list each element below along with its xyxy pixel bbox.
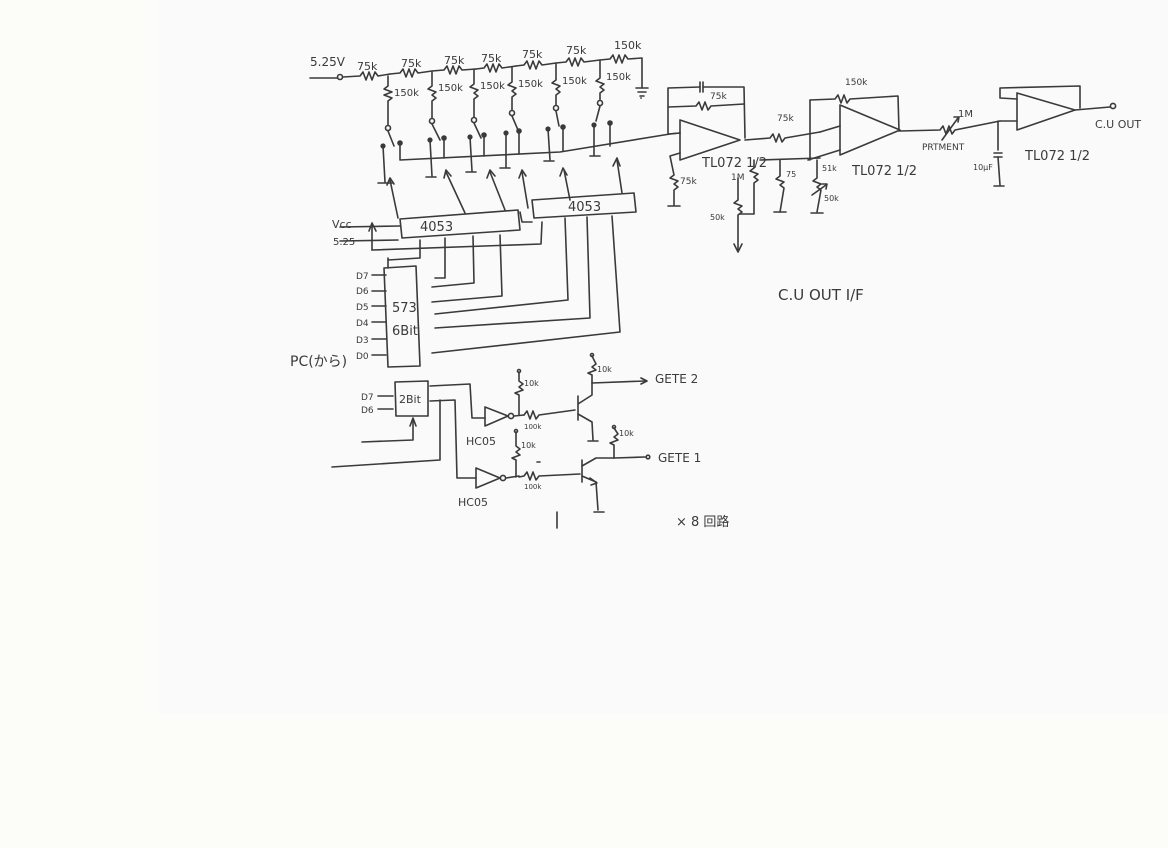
shunt-branches bbox=[383, 60, 605, 147]
offset-pot1: 50k bbox=[710, 213, 725, 222]
series-r-6: 75k bbox=[566, 44, 587, 57]
series-r-4: 75k bbox=[481, 52, 502, 65]
pullup-1: 10k bbox=[524, 379, 539, 388]
latch-2bit bbox=[394, 380, 429, 417]
collector-r-2: 10k bbox=[597, 365, 612, 374]
offset-r2: 75 bbox=[786, 170, 796, 179]
opamp-3-icon bbox=[1016, 92, 1076, 131]
base-r-2: 100k bbox=[524, 483, 542, 491]
base-r-1: 100k bbox=[524, 423, 542, 431]
latch-input-4: D3 bbox=[356, 336, 369, 346]
cv-out-label: C.U OUT bbox=[1095, 118, 1141, 131]
inverter-2-label: HC05 bbox=[458, 496, 488, 509]
latch-label-1: 573 bbox=[392, 301, 417, 316]
offset-pot2: 50k bbox=[824, 194, 839, 203]
offset-r1: 1M bbox=[731, 173, 745, 183]
latch2-input-1: D6 bbox=[361, 406, 374, 416]
series-r-5: 75k bbox=[522, 48, 543, 61]
shunt-r-6: 150k bbox=[606, 72, 631, 83]
latch-input-3: D4 bbox=[356, 319, 369, 329]
latch-input-2: D5 bbox=[356, 303, 369, 313]
pc-source-label: PC(から) bbox=[290, 354, 347, 370]
series-r-1: 75k bbox=[357, 60, 378, 73]
portamento-pot: 1M bbox=[958, 109, 973, 120]
portamento-label: PRTMENT bbox=[922, 143, 965, 153]
latch2-label: 2Bit bbox=[399, 393, 422, 406]
opamp-2-label: TL072 1/2 bbox=[851, 164, 917, 179]
latch-input-0: D7 bbox=[356, 272, 369, 282]
shunt-r-1: 150k bbox=[394, 88, 419, 99]
latch-input-5: D0 bbox=[356, 352, 369, 362]
opamp-1-icon bbox=[679, 119, 741, 161]
mux-1-label: 4053 bbox=[420, 220, 453, 235]
portamento-cap: 10μF bbox=[973, 163, 993, 172]
inverter-1-label: HC05 bbox=[466, 435, 496, 448]
input-voltage-label: 5.25V bbox=[310, 55, 346, 69]
mux-ic-2 bbox=[531, 192, 637, 219]
latch-label-2: 6Bit bbox=[392, 324, 418, 339]
shunt-r-3: 150k bbox=[480, 81, 505, 92]
series-r-2: 75k bbox=[401, 57, 422, 70]
shunt-r-5: 150k bbox=[562, 76, 587, 87]
mux-2-label: 4053 bbox=[568, 200, 601, 215]
opamp-1-feedback-r: 75k bbox=[710, 92, 727, 102]
latch-573 bbox=[383, 265, 421, 368]
diagram-title: C.U OUT I/F bbox=[778, 286, 864, 304]
gate-2-output: GETE 2 bbox=[655, 372, 698, 386]
latch-input-1: D6 bbox=[356, 287, 369, 297]
opamp-3-label: TL072 1/2 bbox=[1024, 149, 1090, 164]
series-r-3: 75k bbox=[444, 54, 465, 67]
opamp-1-label: TL072 1/2 bbox=[701, 156, 767, 171]
shunt-r-4: 150k bbox=[518, 79, 543, 90]
shunt-r-2: 150k bbox=[438, 83, 463, 94]
series-r-7: 150k bbox=[614, 39, 642, 52]
vcc-label: Vcc bbox=[332, 218, 352, 231]
pullup-2: 10k bbox=[521, 441, 536, 450]
paper-sheet bbox=[158, 0, 1168, 713]
mux-ic-1 bbox=[399, 209, 521, 239]
opamp-1-ground-r: 75k bbox=[680, 177, 697, 187]
rail-label: 5.25 bbox=[333, 237, 355, 248]
opamp-2-input-r: 75k bbox=[777, 114, 794, 124]
opamp-2-feedback-r: 150k bbox=[845, 78, 868, 88]
input-terminal-icon bbox=[336, 73, 344, 81]
latch2-input-0: D7 bbox=[361, 393, 374, 403]
offset-r3: 51k bbox=[822, 164, 837, 173]
opamp-2-icon bbox=[839, 104, 901, 156]
collector-r-1: 10k bbox=[619, 429, 634, 438]
circuit-count-note: × 8 回路 bbox=[676, 514, 729, 530]
gate-1-output: GETE 1 bbox=[658, 451, 701, 465]
